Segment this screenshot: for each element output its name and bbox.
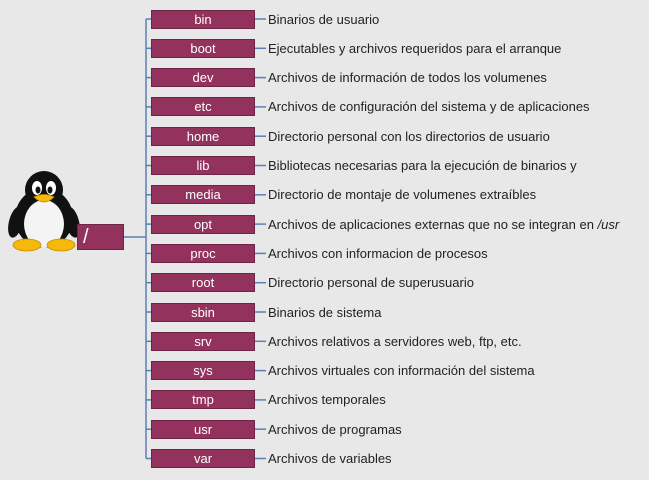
- directory-description: Archivos con informacion de procesos: [268, 244, 488, 263]
- directory-box-lib: lib: [151, 156, 255, 175]
- directory-box-root: root: [151, 273, 255, 292]
- directory-description: Archivos de información de todos los vol…: [268, 68, 547, 87]
- directory-description-text: Archivos virtuales con información del s…: [268, 363, 535, 378]
- directory-box-sbin: sbin: [151, 303, 255, 322]
- directory-description-text: Ejecutables y archivos requeridos para e…: [268, 41, 562, 56]
- directory-box-dev: dev: [151, 68, 255, 87]
- directory-name: bin: [194, 12, 212, 27]
- directory-description: Archivos de aplicaciones externas que no…: [268, 215, 619, 234]
- directory-box-srv: srv: [151, 332, 255, 351]
- directory-description-text: Binarios de sistema: [268, 305, 382, 320]
- directory-name: boot: [190, 41, 216, 56]
- directory-name: sys: [193, 363, 213, 378]
- directory-description: Archivos temporales: [268, 390, 386, 409]
- directory-name: home: [186, 129, 220, 144]
- directory-description-text: Directorio personal de superusuario: [268, 275, 474, 290]
- directory-name: root: [191, 275, 215, 290]
- directory-name: var: [193, 451, 213, 466]
- root-directory-box: /: [77, 224, 124, 250]
- directory-description: Archivos de programas: [268, 420, 402, 439]
- directory-box-etc: etc: [151, 97, 255, 116]
- directory-description-text: Archivos de variables: [268, 451, 392, 466]
- directory-description-text: Archivos con informacion de procesos: [268, 246, 488, 261]
- directory-description: Archivos virtuales con información del s…: [268, 361, 535, 380]
- directory-name: usr: [193, 422, 213, 437]
- directory-description: Binarios de sistema: [268, 303, 381, 322]
- directory-description-path: /usr: [597, 217, 620, 232]
- tux-penguin-icon: [8, 171, 80, 252]
- directory-box-proc: proc: [151, 244, 255, 263]
- directory-description: Bibliotecas necesarias para la ejecución…: [268, 156, 577, 175]
- directory-description: Archivos relativos a servidores web, ftp…: [268, 332, 522, 351]
- directory-description: Directorio personal con los directorios …: [268, 127, 550, 146]
- directory-box-var: var: [151, 449, 255, 468]
- directory-description: Ejecutables y archivos requeridos para e…: [268, 39, 561, 58]
- directory-description-text: Binarios de usuario: [268, 12, 380, 27]
- directory-name: opt: [193, 217, 213, 232]
- directory-description: Directorio de montaje de volumenes extra…: [268, 185, 536, 204]
- directory-description-text: Archivos de información de todos los vol…: [268, 70, 547, 85]
- root-directory-label: /: [83, 226, 89, 248]
- directory-name: media: [185, 187, 221, 202]
- directory-box-boot: boot: [151, 39, 255, 58]
- directory-name: srv: [194, 334, 212, 349]
- directory-description-text: Archivos de programas: [268, 422, 402, 437]
- directory-description-text: Directorio personal con los directorios …: [268, 129, 550, 144]
- directory-description: Directorio personal de superusuario: [268, 273, 474, 292]
- directory-box-home: home: [151, 127, 255, 146]
- directory-description-text: Archivos temporales: [268, 392, 386, 407]
- directory-description-text: Directorio de montaje de volumenes extra…: [268, 187, 537, 202]
- directory-name: lib: [196, 158, 210, 173]
- directory-box-opt: opt: [151, 215, 255, 234]
- directory-description-text: Archivos de aplicaciones externas que no…: [268, 217, 598, 232]
- directory-description: Binarios de usuario: [268, 10, 379, 29]
- directory-description: Archivos de configuración del sistema y …: [268, 97, 590, 116]
- directory-description-text: Bibliotecas necesarias para la ejecución…: [268, 158, 577, 173]
- directory-name: tmp: [192, 392, 214, 407]
- directory-box-usr: usr: [151, 420, 255, 439]
- directory-description-text: Archivos relativos a servidores web, ftp…: [268, 334, 522, 349]
- directory-description-text: Archivos de configuración del sistema y …: [268, 99, 590, 114]
- directory-box-sys: sys: [151, 361, 255, 380]
- directory-name: sbin: [191, 305, 215, 320]
- directory-name: etc: [194, 99, 212, 114]
- directory-name: dev: [192, 70, 214, 85]
- directory-description: Archivos de variables: [268, 449, 392, 468]
- directory-box-media: media: [151, 185, 255, 204]
- directory-box-bin: bin: [151, 10, 255, 29]
- directory-name: proc: [190, 246, 216, 261]
- directory-box-tmp: tmp: [151, 390, 255, 409]
